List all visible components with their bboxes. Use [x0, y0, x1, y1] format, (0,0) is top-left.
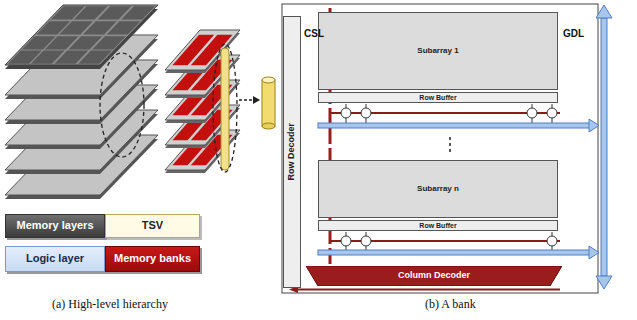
arrow-head — [589, 119, 599, 132]
arrow-head — [596, 276, 612, 289]
ellipsis-dashes — [449, 137, 451, 155]
subarray: Subarray 1 — [318, 12, 558, 90]
legend-box: TSV — [105, 214, 200, 238]
legend-box: Memory banks — [105, 246, 200, 272]
transistor-symbol — [361, 108, 371, 118]
column-decoder: Column Decoder — [306, 266, 562, 286]
node-text: Subarray n — [417, 185, 459, 193]
subfigure-caption: (b) A bank — [425, 297, 476, 312]
tsv-pillar — [221, 48, 229, 170]
bank-stack — [165, 30, 240, 173]
bank-cell — [92, 36, 126, 49]
transistor-symbol — [361, 236, 371, 246]
ldl-arrow — [318, 123, 590, 128]
tsv-cylinder — [262, 77, 275, 129]
tsv-top — [262, 77, 275, 83]
row-decoder: Row Decoder — [283, 16, 301, 288]
ldl-arrow — [318, 250, 590, 255]
zoom-arrow — [239, 99, 254, 100]
bank-cell — [78, 51, 112, 64]
zoom-ellipse — [213, 44, 237, 172]
decoder-arrow — [296, 289, 560, 291]
arrow-head — [596, 5, 612, 18]
legend-box: Logic layer — [5, 246, 105, 272]
decoder-shape — [306, 266, 562, 286]
subfigure-caption-holder: (b) A bank — [425, 297, 476, 312]
layer-face — [5, 5, 158, 65]
signal-name-holder: GDL — [563, 28, 584, 39]
transistor-symbol — [341, 236, 351, 246]
zoom-ellipse — [100, 53, 144, 157]
arrow-head — [589, 246, 599, 259]
bank-outline — [282, 4, 598, 293]
transistor-symbol — [547, 236, 557, 246]
node-text: Row Decoder — [287, 123, 296, 181]
tsv-bottom — [262, 123, 275, 129]
node-text: Logic layer — [26, 253, 84, 265]
subarray: Subarray n — [318, 160, 558, 218]
local-lines-n — [318, 232, 599, 259]
subfigure-caption: (a) High-level hierarchy — [52, 297, 168, 312]
node-text: TSV — [142, 220, 163, 232]
arrow-head — [253, 96, 260, 104]
bank-cell — [107, 21, 141, 34]
bank-cell — [121, 6, 155, 19]
node-text: Subarray 1 — [417, 47, 458, 55]
node-text: Memory layers — [16, 220, 93, 232]
tsv-body — [262, 80, 275, 126]
legend-box: Memory layers — [5, 214, 105, 238]
node-text: Row Buffer — [419, 222, 456, 229]
gdl-arrow — [596, 5, 612, 289]
gdl-shaft — [601, 18, 607, 276]
subfigure-caption-holder: (a) High-level hierarchy — [52, 297, 168, 312]
signal-name-holder: CSL — [304, 28, 324, 39]
top-layer-grid — [5, 5, 158, 65]
signal-name: CSL — [304, 28, 324, 39]
transistor-symbol — [547, 108, 557, 118]
node-text: Row Buffer — [419, 94, 456, 101]
node-text: Memory banks — [114, 253, 191, 265]
transistor-symbol — [341, 108, 351, 118]
memory-layer — [5, 5, 158, 199]
signal-name: GDL — [563, 28, 584, 39]
row-buffer: Row Buffer — [318, 220, 558, 231]
node-text: Column Decoder — [398, 271, 470, 280]
local-lines-1 — [318, 104, 599, 132]
row-buffer: Row Buffer — [318, 92, 558, 103]
transistor-symbol — [527, 108, 537, 118]
